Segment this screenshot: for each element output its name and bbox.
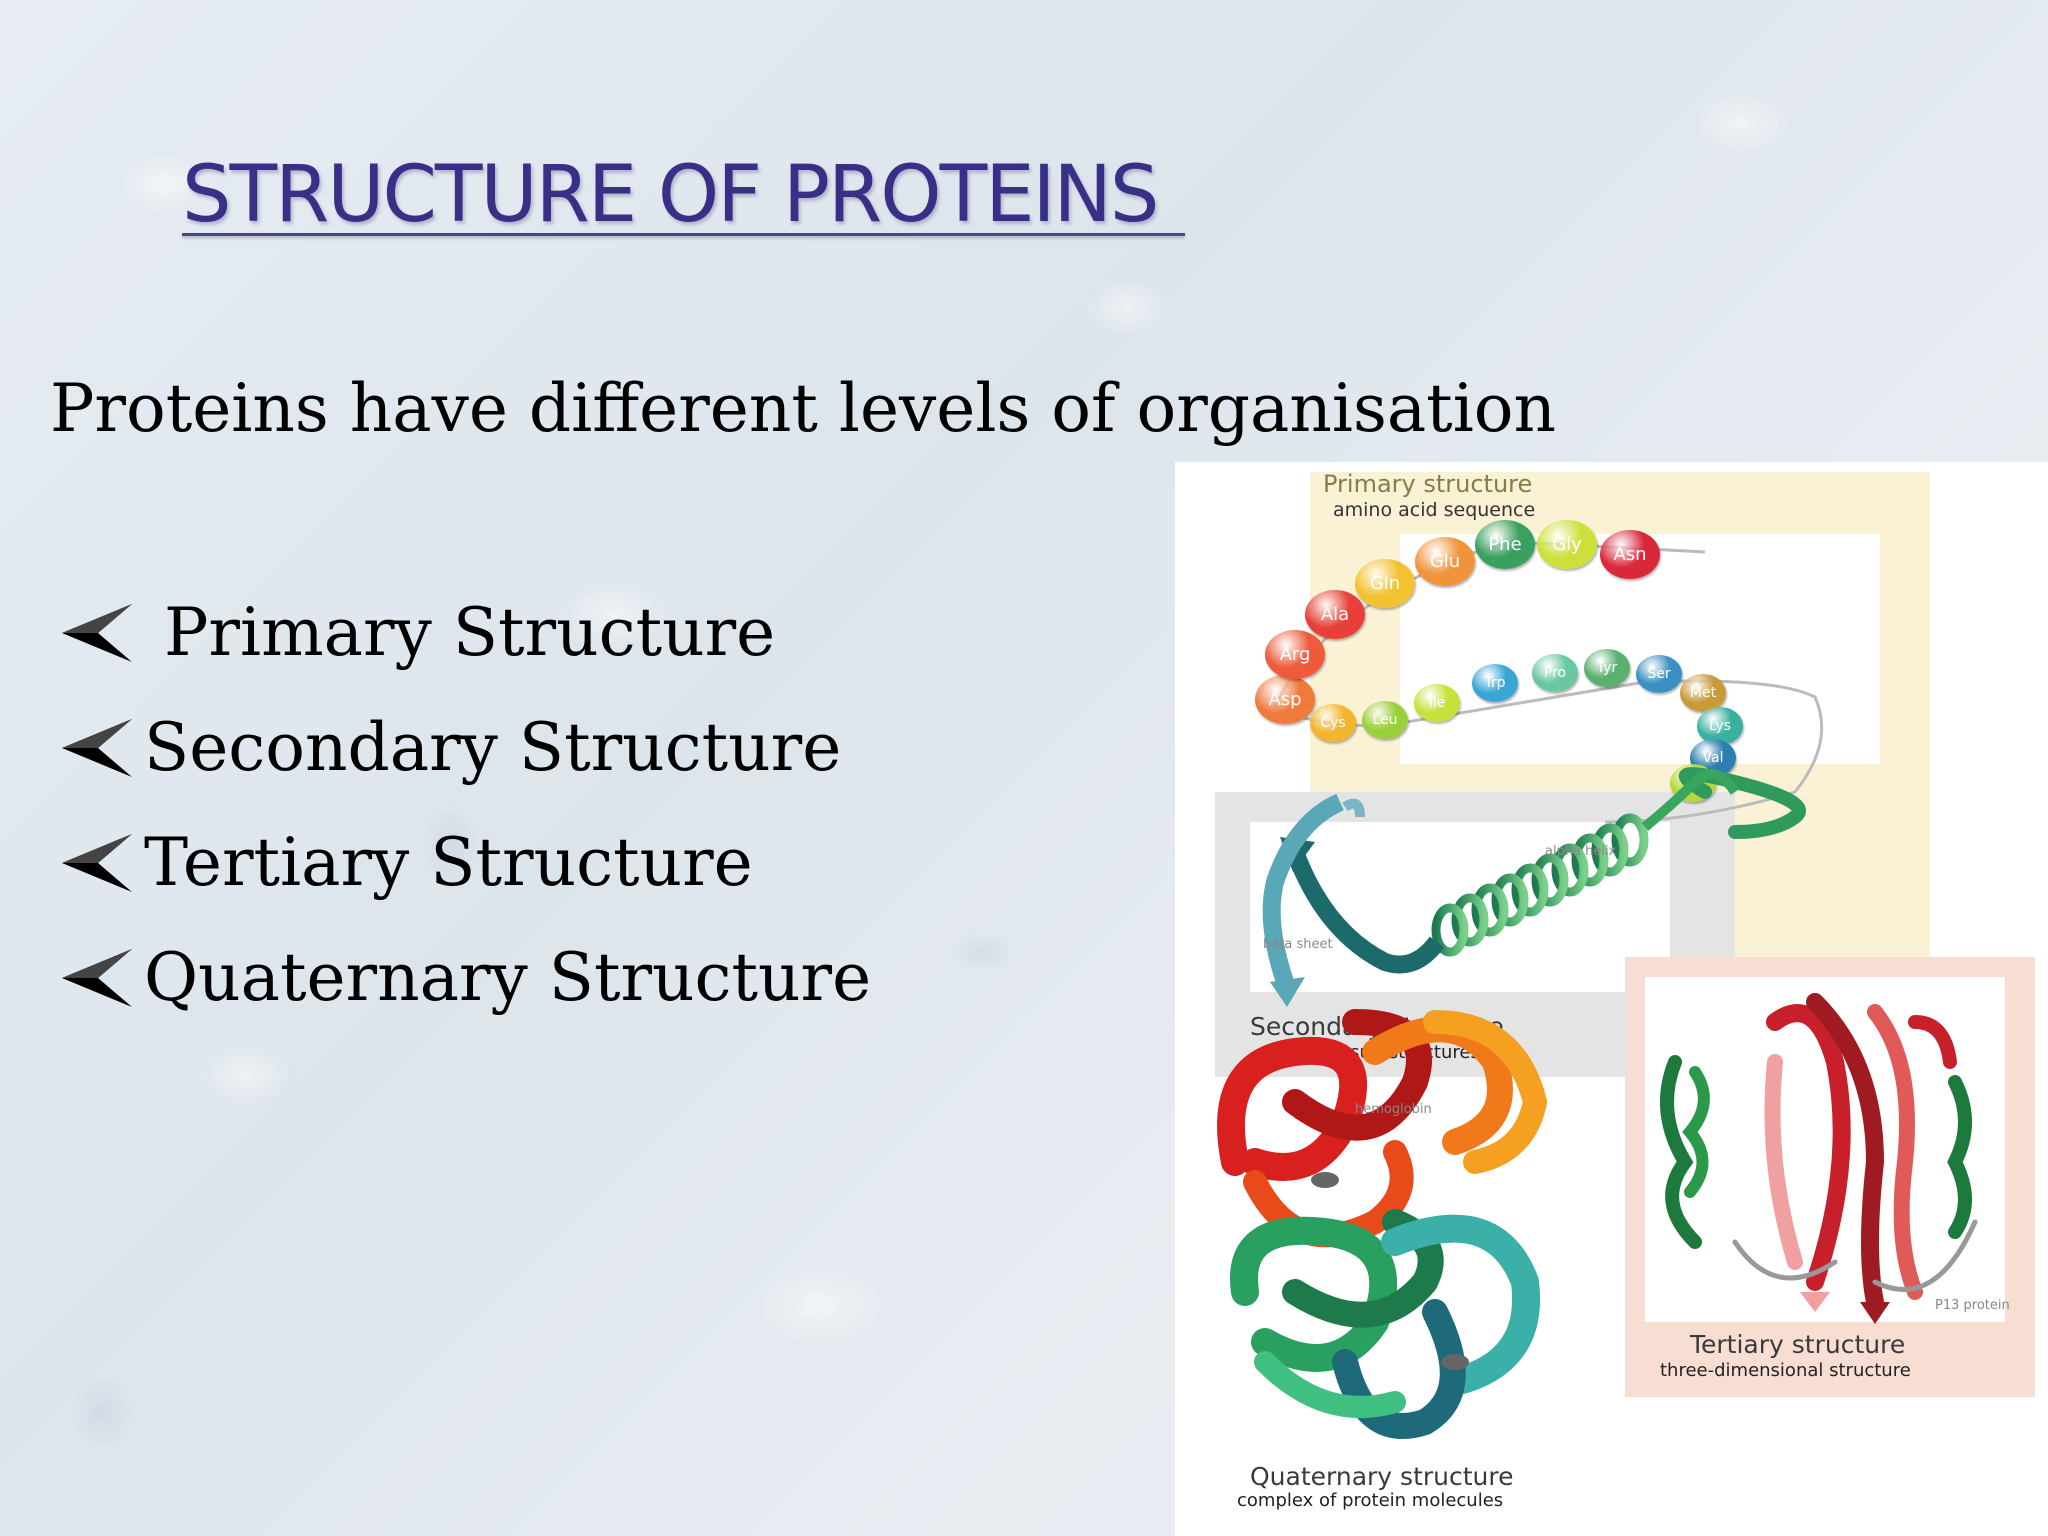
amino-acid-label: Met	[1689, 684, 1717, 701]
amino-acid-label: Cys	[1320, 714, 1346, 731]
amino-acid-label: Leu	[1372, 711, 1398, 728]
amino-acid-bead: Asp	[1255, 675, 1315, 725]
bullet-label: Tertiary Structure	[144, 824, 753, 901]
tertiary-protein-label: P13 protein	[1935, 1298, 2010, 1313]
quaternary-subtitle: complex of protein molecules	[1237, 1490, 1504, 1511]
amino-acid-label: Val	[1702, 749, 1724, 766]
amino-acid-bead: Ser	[1636, 655, 1682, 693]
amino-acid-label: Trp	[1484, 674, 1506, 691]
bullet-label: Secondary Structure	[144, 709, 842, 786]
amino-acid-bead: Cys	[1310, 704, 1356, 742]
intro-text: Proteins have different levels of organi…	[50, 370, 1557, 447]
amino-acid-label: Ala	[1320, 604, 1350, 626]
amino-acid-bead: Leu	[1362, 701, 1408, 739]
arrow-bullet-icon	[62, 949, 132, 1007]
amino-acid-label: Gly	[1552, 534, 1582, 556]
amino-acid-bead: Ile	[1414, 684, 1460, 722]
quaternary-structure-graphic	[1217, 1009, 1548, 1439]
primary-subtitle: amino acid sequence	[1333, 499, 1536, 521]
amino-acid-bead: Phe	[1475, 520, 1535, 570]
amino-acid-label: Asp	[1268, 689, 1302, 711]
amino-acid-bead: Ala	[1305, 590, 1365, 640]
amino-acid-label: Arg	[1279, 644, 1311, 666]
alpha-helix-label: alpha helix	[1545, 844, 1617, 859]
bullet-item: Primary Structure	[58, 588, 775, 678]
arrow-bullet-icon	[62, 834, 132, 892]
bullet-item: Quaternary Structure	[58, 933, 871, 1023]
tertiary-subtitle: three-dimensional structure	[1660, 1360, 1911, 1381]
amino-acid-bead: Tyr	[1584, 649, 1630, 687]
amino-acid-bead: Lys	[1697, 707, 1743, 745]
bullet-item: Tertiary Structure	[58, 818, 753, 908]
amino-acid-label: Ile	[1428, 694, 1446, 711]
bullet-label: Primary Structure	[164, 594, 776, 671]
bullet-item: Secondary Structure	[58, 703, 841, 793]
amino-acid-label: Phe	[1488, 534, 1522, 556]
arrow-bullet-icon	[62, 604, 132, 662]
protein-structure-diagram: Primary structure amino acid sequence As…	[1175, 462, 2048, 1536]
amino-acid-label: Asn	[1613, 544, 1647, 566]
amino-acid-bead: Arg	[1265, 630, 1325, 680]
amino-acid-bead: Glu	[1415, 537, 1475, 587]
tertiary-structure-graphic	[1660, 993, 1978, 1324]
title-underline	[182, 233, 1185, 236]
arrow-bullet-icon	[62, 719, 132, 777]
amino-acid-label: Gln	[1369, 573, 1401, 595]
amino-acid-bead: Gly	[1537, 520, 1597, 570]
primary-title: Primary structure	[1323, 470, 1533, 498]
amino-acid-bead: Gln	[1355, 559, 1415, 609]
amino-acid-bead: Trp	[1472, 664, 1518, 702]
amino-acid-bead: Met	[1680, 674, 1726, 712]
amino-acid-label: Lys	[1708, 717, 1732, 734]
amino-acid-label: Glu	[1429, 551, 1461, 573]
amino-acid-label: Tyr	[1596, 659, 1618, 676]
amino-acid-label: Pro	[1543, 664, 1567, 681]
slide-title: STRUCTURE OF PROTEINS	[182, 150, 1159, 240]
beta-sheet-label: beta sheet	[1263, 937, 1333, 952]
alpha-helix-graphic	[1262, 767, 1806, 1007]
amino-acid-bead: Asn	[1600, 530, 1660, 580]
quaternary-title: Quaternary structure	[1250, 1462, 1514, 1491]
amino-acid-bead: Pro	[1532, 654, 1578, 692]
quaternary-protein-label: hemoglobin	[1355, 1102, 1432, 1117]
amino-acid-label: Ser	[1647, 665, 1671, 682]
tertiary-title: Tertiary structure	[1690, 1330, 1906, 1359]
bullet-label: Quaternary Structure	[144, 939, 872, 1016]
